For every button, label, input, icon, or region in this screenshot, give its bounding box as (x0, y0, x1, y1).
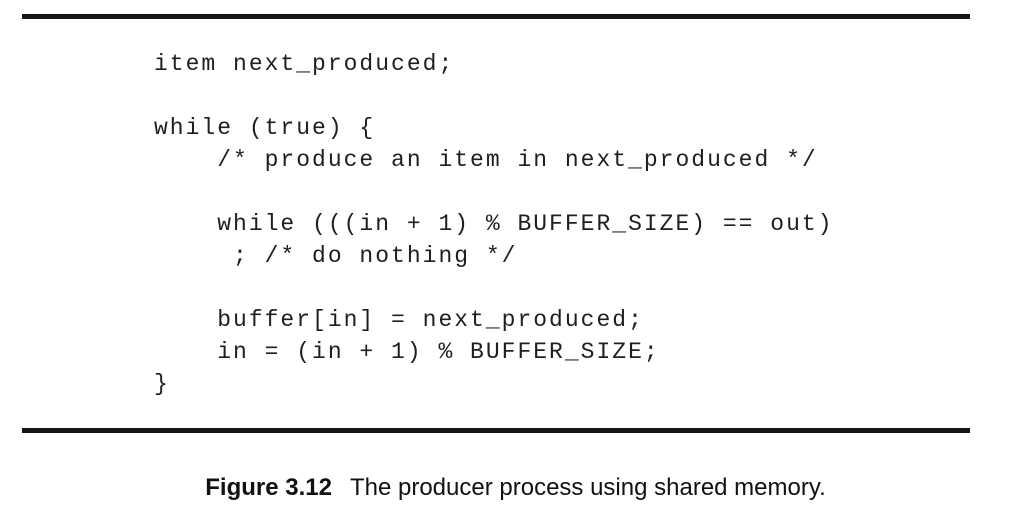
figure-caption-text: The producer process using shared memory… (349, 474, 826, 501)
figure-caption-label: Figure 3.12 (205, 474, 332, 501)
figure-top-rule (22, 14, 970, 19)
figure-caption: Figure 3.12 The producer process using sh… (0, 474, 1031, 502)
code-listing: item next_produced; while (true) { /* pr… (154, 51, 834, 397)
figure-bottom-rule (22, 428, 970, 433)
